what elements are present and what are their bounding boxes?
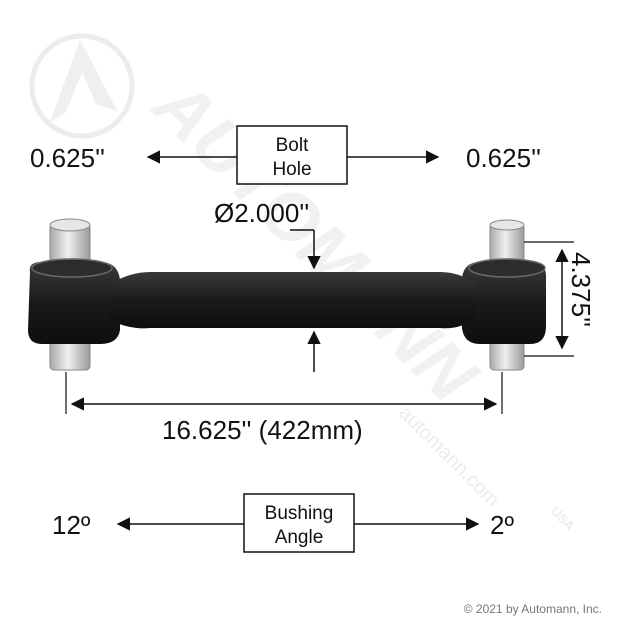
diameter-callout: Ø2.000''	[214, 198, 321, 372]
bushing-angle-callout: Bushing Angle 12º 2º	[52, 493, 514, 553]
left-pin-top-cap	[49, 218, 91, 232]
watermark-logo-circle	[29, 33, 135, 139]
length-callout: 16.625'' (422mm)	[65, 372, 503, 445]
height-label: 4.375''	[566, 252, 596, 327]
watermark-url: automann.com	[394, 402, 503, 511]
bushing-angle-label-line2: Angle	[275, 527, 324, 548]
bushing-angle-right-value: 2º	[490, 510, 514, 540]
bolt-hole-label-line1: Bolt	[276, 135, 309, 156]
bolt-hole-label-line2: Hole	[272, 159, 311, 180]
right-eye	[462, 262, 546, 344]
bushing-angle-left-value: 12º	[52, 510, 91, 540]
watermark-logo-mark	[50, 40, 118, 122]
length-label: 16.625'' (422mm)	[162, 415, 363, 445]
left-bushing	[31, 258, 113, 278]
bolt-hole-left-value: 0.625''	[30, 143, 105, 173]
left-eye	[28, 262, 120, 344]
diameter-label: Ø2.000''	[214, 198, 309, 228]
bolt-hole-callout: Bolt Hole 0.625'' 0.625''	[30, 125, 541, 185]
bushing-angle-label-line1: Bushing	[265, 503, 334, 524]
right-bushing	[468, 258, 546, 278]
rod-shaft	[110, 272, 476, 329]
bolt-hole-box	[236, 125, 348, 185]
torque-rod	[28, 218, 546, 371]
watermark-badge: USA	[548, 504, 578, 534]
watermark-brand: AUTOMANN	[137, 63, 492, 418]
copyright-notice: © 2021 by Automann, Inc.	[463, 602, 602, 616]
bolt-hole-right-value: 0.625''	[466, 143, 541, 173]
height-callout: 4.375''	[524, 241, 596, 357]
right-pin-top-cap	[489, 219, 525, 231]
bushing-angle-box	[243, 493, 355, 553]
